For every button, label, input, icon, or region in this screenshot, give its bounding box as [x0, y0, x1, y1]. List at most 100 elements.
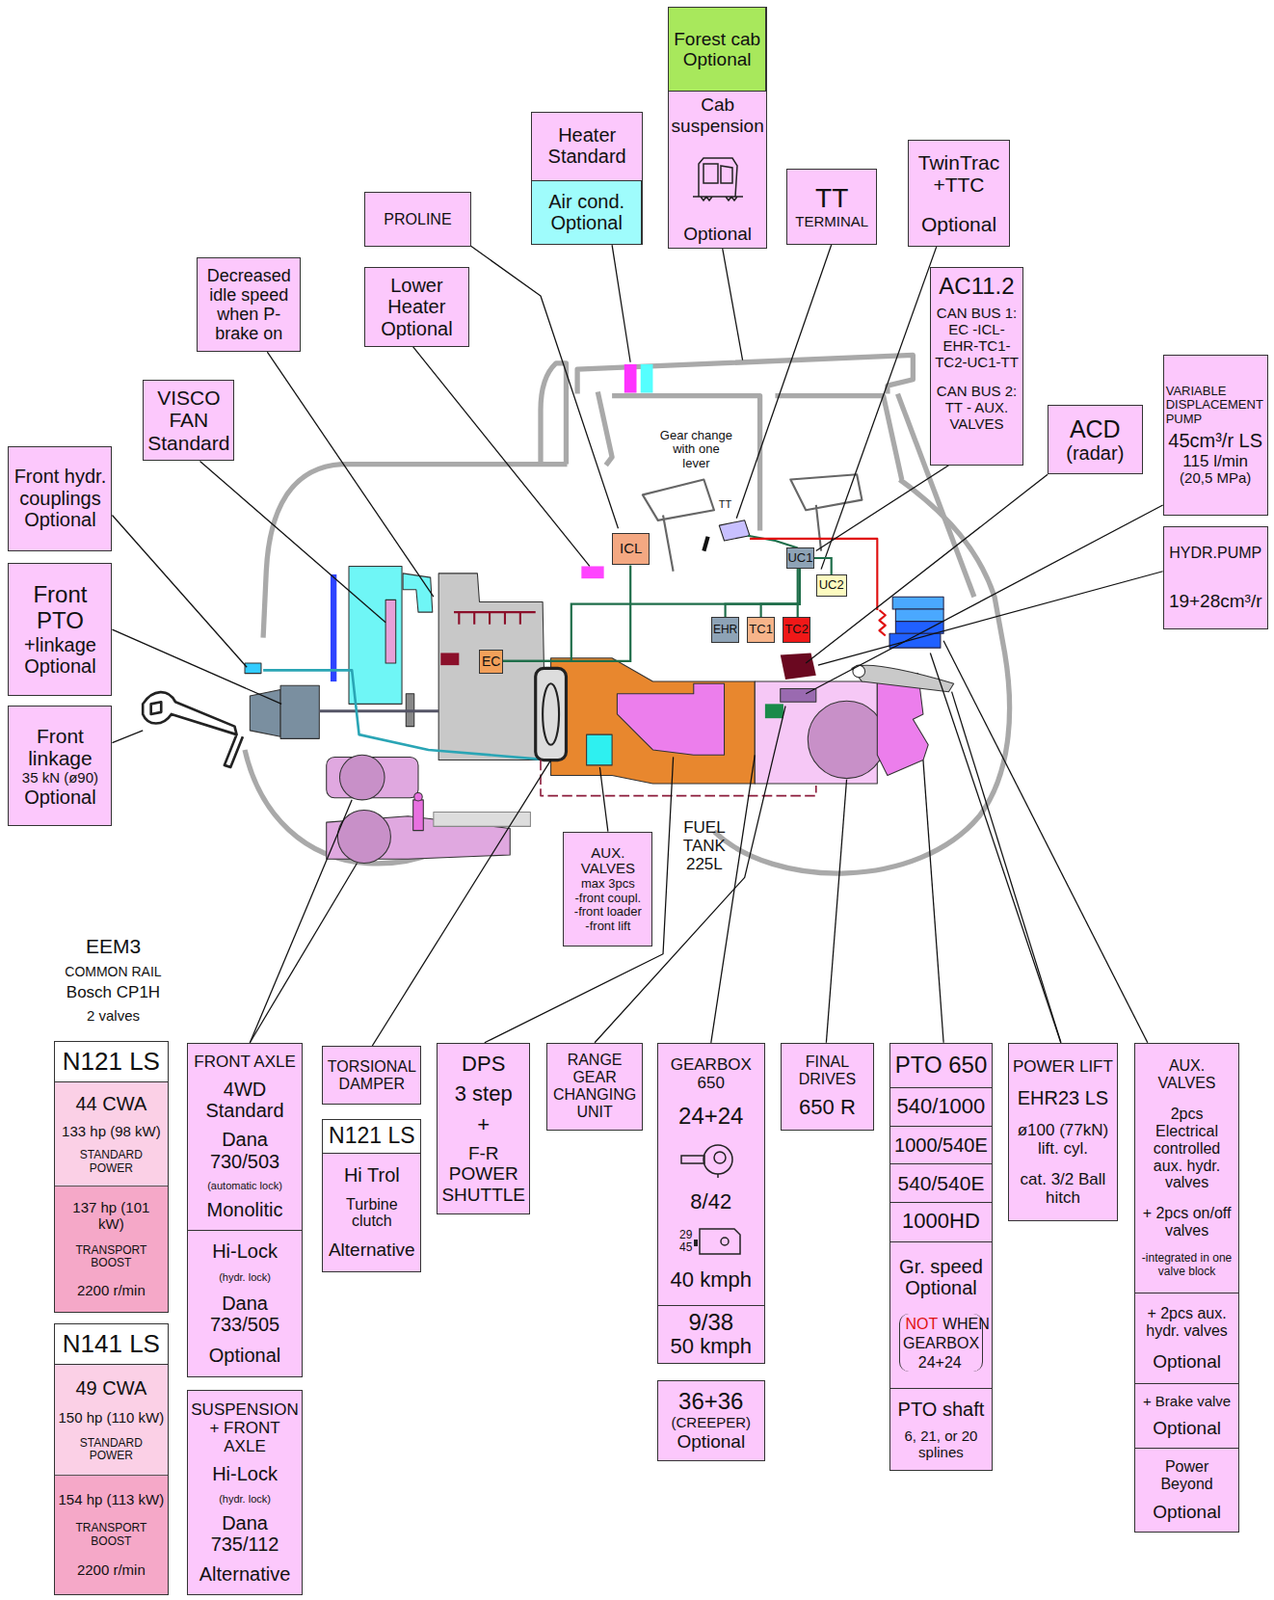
bus-wire — [761, 568, 800, 618]
tractor-outline — [244, 354, 1010, 874]
box-section: N141 LS — [54, 1324, 168, 1365]
box-text: VARIABLE DISPLACEMENT PUMP — [1166, 384, 1266, 427]
illustration-shape — [540, 760, 817, 797]
box-text: Power Beyond — [1138, 1458, 1236, 1493]
component-box: HYDR.PUMP19+28cm³/r — [1163, 526, 1269, 630]
control-unit-box: EC — [478, 649, 503, 673]
illustration-shape — [597, 391, 612, 465]
box-text: Forest cab Optional — [670, 28, 765, 71]
illustration-shape — [542, 683, 559, 745]
component-box: TORSIONAL DAMPER — [321, 1045, 422, 1105]
gearbox-icon — [693, 1224, 744, 1258]
box-text: POWER LIFT — [1010, 1057, 1115, 1076]
box-text: Optional — [1138, 1417, 1236, 1438]
illustration-shape — [943, 640, 1148, 1043]
illustration-shape — [718, 520, 750, 541]
box-text: Alternative — [325, 1239, 418, 1260]
illustration-shape — [540, 363, 566, 465]
illustration-shape — [469, 244, 619, 529]
box-text: Optional — [660, 1431, 763, 1452]
illustration-shape — [111, 244, 1163, 1046]
box-text: 540/1000 — [893, 1094, 989, 1119]
illustration-shape — [780, 652, 817, 680]
box-text: 2pcs Electrical controlled aux. hydr. va… — [1138, 1105, 1236, 1193]
box-text: 3 step — [439, 1082, 528, 1107]
box-section: 540/1000 — [890, 1087, 992, 1127]
illustration-shape — [413, 346, 590, 567]
box-text: TC2 — [783, 622, 811, 637]
component-box: PTO 650540/10001000/540E540/540E1000HDGr… — [889, 1042, 993, 1471]
box-text: TRANSPORT BOOST — [57, 1244, 165, 1271]
box-text: 29 45 — [677, 1228, 694, 1253]
box-text: ICL — [612, 540, 649, 558]
box-text: RANGE GEAR CHANGING UNIT — [549, 1051, 639, 1121]
box-text: Alternative — [189, 1563, 301, 1585]
bus-wire — [796, 568, 799, 618]
box-text: EHR23 LS — [1010, 1087, 1115, 1109]
illustration-shape — [816, 465, 950, 552]
box-text: TORSIONAL DAMPER — [324, 1058, 419, 1093]
illustration-shape — [484, 756, 674, 1042]
box-text: N121 LS — [322, 1123, 421, 1149]
bus-wire — [503, 564, 631, 662]
box-section: Power BeyondOptional — [1135, 1447, 1239, 1531]
component-box: Front PTO+linkageOptional — [7, 562, 112, 696]
bus-wire — [814, 557, 832, 575]
box-section: 1000HD — [890, 1201, 992, 1242]
illustration-shape — [929, 652, 1061, 1042]
box-text: TT — [789, 183, 875, 213]
annotation-label: COMMON RAIL — [55, 964, 171, 981]
illustration-shape — [266, 351, 434, 597]
box-text: UC2 — [817, 578, 847, 593]
illustration-shape — [825, 779, 847, 1043]
box-text: +linkage — [10, 634, 109, 656]
bus-wire — [725, 568, 800, 618]
bus-wire — [503, 568, 800, 662]
box-text: 9/38 — [658, 1309, 765, 1336]
component-box: TwinTrac +TTCOptional — [907, 139, 1010, 247]
component-box: Decreased idle speed when P-brake on — [196, 257, 301, 352]
box-text: Front PTO — [10, 582, 109, 635]
illustration-shape — [111, 629, 282, 704]
box-text: -front lift — [565, 919, 650, 934]
box-section: Hi TrolTurbine clutchAlternative — [322, 1153, 421, 1272]
box-text: PTO shaft — [893, 1398, 989, 1420]
box-text: 6, 21, or 20 splines — [893, 1428, 989, 1461]
illustration-shape — [818, 571, 1164, 665]
control-unit-box: TC1 — [746, 616, 776, 642]
box-text: UC1 — [787, 551, 814, 566]
illustration-shape — [433, 812, 531, 827]
box-text: 115 l/min — [1166, 451, 1266, 471]
illustration-shape — [453, 611, 536, 625]
box-text: 50 kmph — [658, 1334, 765, 1359]
box-text: + — [439, 1113, 528, 1138]
illustration-shape — [413, 799, 425, 831]
illustration-shape — [111, 730, 143, 744]
box-text: 24+24 — [661, 1103, 762, 1130]
box-text: 133 hp (98 kW) — [57, 1123, 165, 1141]
icon-holder — [693, 1224, 744, 1258]
box-text: DPS — [439, 1052, 528, 1077]
illustration-shape — [774, 396, 902, 480]
box-text: Heater Standard — [533, 124, 639, 168]
component-box: N141 LS49 CWA150 hp (110 kW)STANDARD POW… — [53, 1323, 169, 1596]
illustration-shape — [624, 364, 637, 394]
illustration-shape — [263, 464, 567, 638]
box-text: HYDR.PUMP — [1166, 544, 1266, 562]
box-text: Hi-Lock — [189, 1462, 301, 1485]
gear-lever-icon — [675, 1140, 747, 1179]
box-text: STANDARD POWER — [57, 1148, 165, 1175]
control-unit-box: TC2 — [782, 616, 812, 642]
box-text: 2200 r/min — [57, 1562, 165, 1579]
illustration-shape — [280, 685, 319, 739]
box-section: N121 LS — [322, 1119, 421, 1154]
illustration-shape — [805, 474, 1048, 664]
box-text: CAN BUS 1: EC -ICL- EHR-TC1- TC2-UC1-TT — [932, 305, 1020, 371]
box-text: Optional — [1138, 1351, 1236, 1372]
illustration-shape — [337, 809, 391, 863]
cab-icon — [689, 154, 747, 205]
component-box: FRONT AXLE4WD StandardDana 730/503(autom… — [186, 1042, 304, 1378]
annotation-label: FUEL TANK 225L — [681, 818, 728, 874]
illustration-shape — [111, 515, 247, 668]
